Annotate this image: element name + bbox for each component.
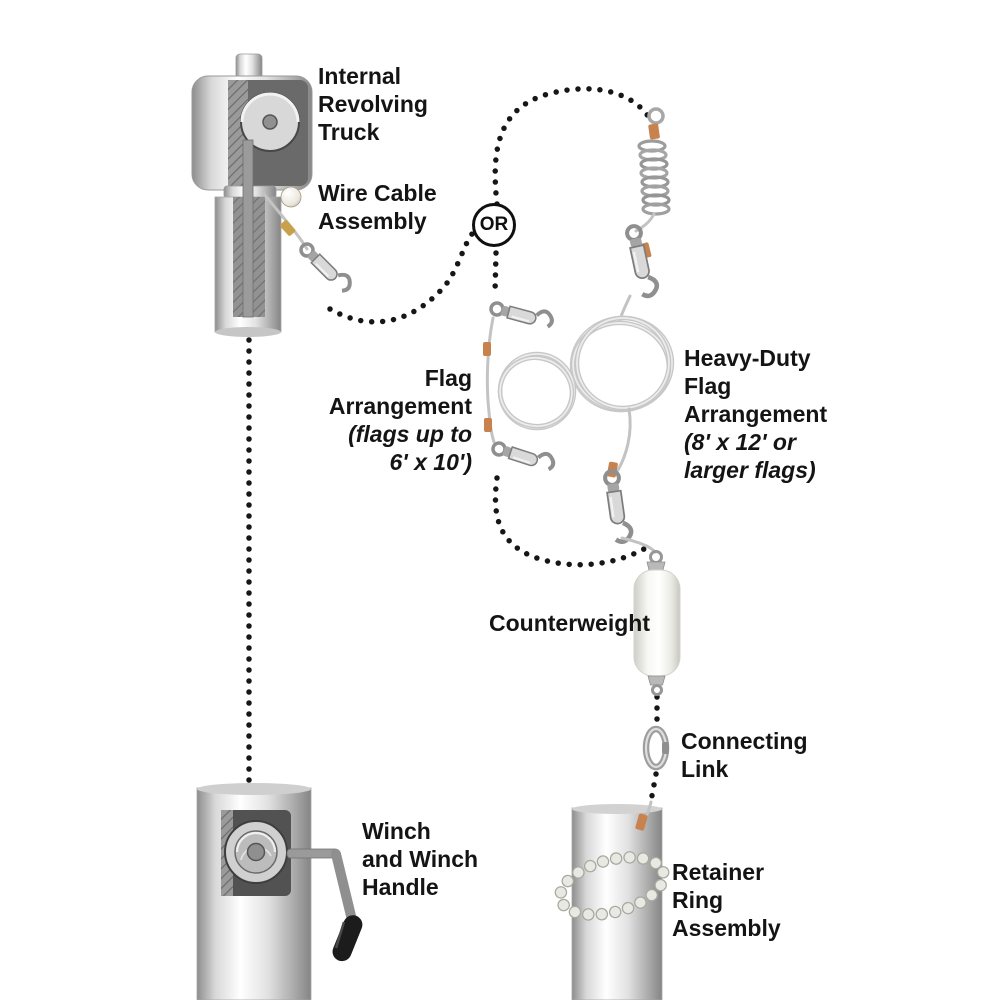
heavy-duty-flag-arrangement-illustration xyxy=(569,107,675,554)
flag-arrangement-illustration xyxy=(483,295,577,475)
internal-revolving-truck-label: Internal Revolving Truck xyxy=(318,63,428,146)
or-connector-badge: OR xyxy=(472,203,516,247)
heavy-duty-top-snap-hook xyxy=(626,224,659,298)
counterweight-illustration xyxy=(633,550,681,696)
retainer-bead-ring xyxy=(555,852,669,920)
winch-crank-arm xyxy=(331,849,357,925)
flag-cable-coil xyxy=(497,351,577,431)
winch-handle-grip xyxy=(332,915,363,962)
flag-top-snap-hook xyxy=(487,295,556,332)
flag-arrangement-note: (flags up to 6' x 10') xyxy=(348,421,472,476)
retainer-ring-assembly-illustration xyxy=(554,800,670,1000)
dotted-connectors xyxy=(246,86,660,804)
flag-arrangement-label: Flag Arrangement (flags up to 6' x 10') xyxy=(288,336,472,504)
heavy-duty-flag-arrangement-label: Heavy-Duty Flag Arrangement (8' x 12' or… xyxy=(684,316,827,512)
flag-bottom-snap-hook xyxy=(489,435,558,475)
brass-crimp xyxy=(280,220,296,236)
or-label: OR xyxy=(479,214,509,235)
connecting-link-label: Connecting Link xyxy=(681,728,808,783)
connecting-link-illustration xyxy=(642,725,670,771)
crimp-sleeve xyxy=(648,123,660,140)
crimp-sleeve xyxy=(483,342,491,356)
heavy-duty-bottom-snap-hook xyxy=(604,470,632,543)
heavy-duty-cable-coil xyxy=(569,315,675,413)
flag-arrangement-title: Flag Arrangement xyxy=(328,365,472,420)
retainer-ring-assembly-label: Retainer Ring Assembly xyxy=(672,859,781,942)
heavy-duty-note: (8' x 12' or larger flags) xyxy=(684,429,816,484)
wire-cable-assembly-label: Wire Cable Assembly xyxy=(318,180,437,235)
internal-revolving-truck-illustration xyxy=(191,53,354,337)
crimp-sleeve xyxy=(635,813,648,831)
cable-eye xyxy=(647,107,665,125)
truck-center-rod xyxy=(242,139,254,318)
heavy-duty-title: Heavy-Duty Flag Arrangement xyxy=(684,345,828,428)
winch-illustration xyxy=(196,783,363,1000)
winch-and-handle-label: Winch and Winch Handle xyxy=(362,818,479,901)
link-threaded-sleeve xyxy=(662,742,669,754)
pole-bottom-right xyxy=(571,807,663,1000)
truck-ball xyxy=(280,186,302,208)
counterweight-label: Counterweight xyxy=(489,610,650,636)
shock-spring xyxy=(637,139,671,216)
